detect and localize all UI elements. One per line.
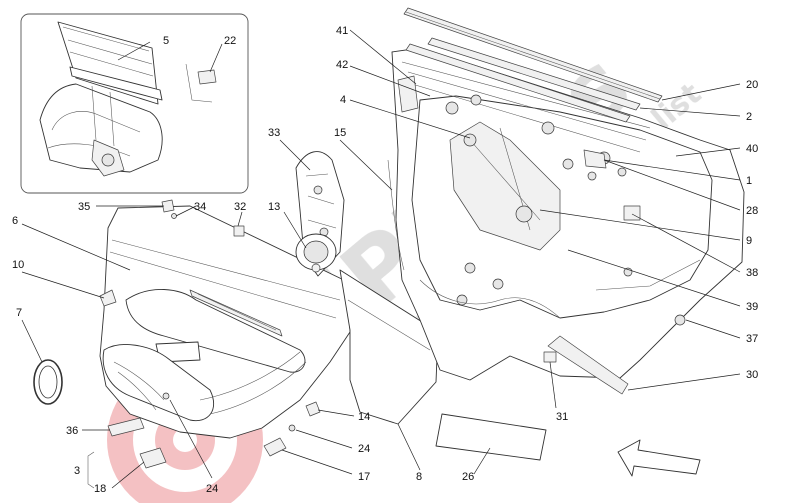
leader-lines	[21, 29, 741, 489]
seal-strips	[387, 7, 663, 395]
callout-14: 14	[358, 411, 370, 423]
loose-parts	[33, 199, 321, 469]
callout-2: 2	[746, 111, 752, 123]
callout-13: 13	[268, 201, 280, 213]
inset-detail	[20, 13, 249, 194]
callout-15: 15	[334, 127, 346, 139]
callout-37: 37	[746, 333, 758, 345]
callout-35: 35	[78, 201, 90, 213]
callout-3: 3	[74, 465, 80, 477]
callout-20: 20	[746, 79, 758, 91]
callout-4: 4	[340, 94, 346, 106]
callout-36: 36	[66, 425, 78, 437]
callout-24: 24	[206, 483, 218, 495]
direction-arrow	[617, 439, 701, 477]
callout-42: 42	[336, 59, 348, 71]
callout-1: 1	[746, 175, 752, 187]
callout-31: 31	[556, 411, 568, 423]
callout-40: 40	[746, 143, 758, 155]
callout-26: 26	[462, 471, 474, 483]
callout-10: 10	[12, 259, 24, 271]
callout-28: 28	[746, 205, 758, 217]
callout-9: 9	[746, 235, 752, 247]
door-shell	[391, 47, 745, 381]
callout-8: 8	[416, 471, 422, 483]
door-trim-panel	[99, 205, 351, 439]
callout-30: 30	[746, 369, 758, 381]
callout-34: 34	[194, 201, 206, 213]
callout-41: 41	[336, 25, 348, 37]
callout-24b: 24	[358, 443, 370, 455]
callout-6: 6	[12, 215, 18, 227]
callouts: 5 22 41 42 4 20 2 40 1 28 33 15 35 34 32…	[12, 25, 758, 495]
callout-39: 39	[746, 301, 758, 313]
callout-18: 18	[94, 483, 106, 495]
callout-22: 22	[224, 35, 236, 47]
part-26-panel	[435, 413, 547, 461]
callout-17: 17	[358, 471, 370, 483]
callout-5: 5	[163, 35, 169, 47]
callout-7: 7	[16, 307, 22, 319]
callout-38: 38	[746, 267, 758, 279]
callout-32: 32	[234, 201, 246, 213]
callout-33: 33	[268, 127, 280, 139]
